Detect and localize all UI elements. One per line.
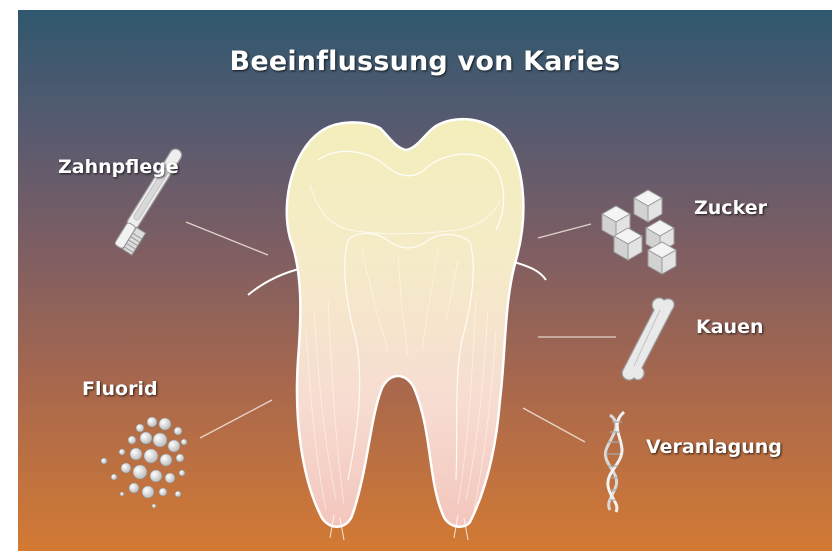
diagram-title: Beeinflussung von Karies bbox=[18, 46, 832, 77]
dna-helix-icon bbox=[605, 412, 624, 512]
bone-icon bbox=[622, 298, 674, 380]
label-zucker: Zucker bbox=[694, 197, 767, 219]
fluoride-pellets-icon bbox=[101, 417, 187, 508]
label-kauen: Kauen bbox=[696, 316, 763, 338]
label-veranlagung: Veranlagung bbox=[646, 436, 782, 458]
connector-zahnpflege bbox=[186, 222, 268, 255]
connector-zucker bbox=[538, 224, 591, 238]
label-fluorid: Fluorid bbox=[82, 378, 158, 400]
diagram-graphics bbox=[18, 10, 832, 551]
tooth-illustration bbox=[248, 119, 546, 540]
tooth-body bbox=[287, 119, 524, 527]
connector-fluorid bbox=[200, 400, 272, 438]
diagram-panel: Beeinflussung von Karies Zahnpflege Fluo… bbox=[18, 10, 832, 551]
connector-veranlagung bbox=[523, 408, 585, 442]
label-zahnpflege: Zahnpflege bbox=[58, 156, 179, 178]
gum-line-left bbox=[248, 268, 303, 295]
sugar-cubes-icon bbox=[602, 190, 676, 274]
